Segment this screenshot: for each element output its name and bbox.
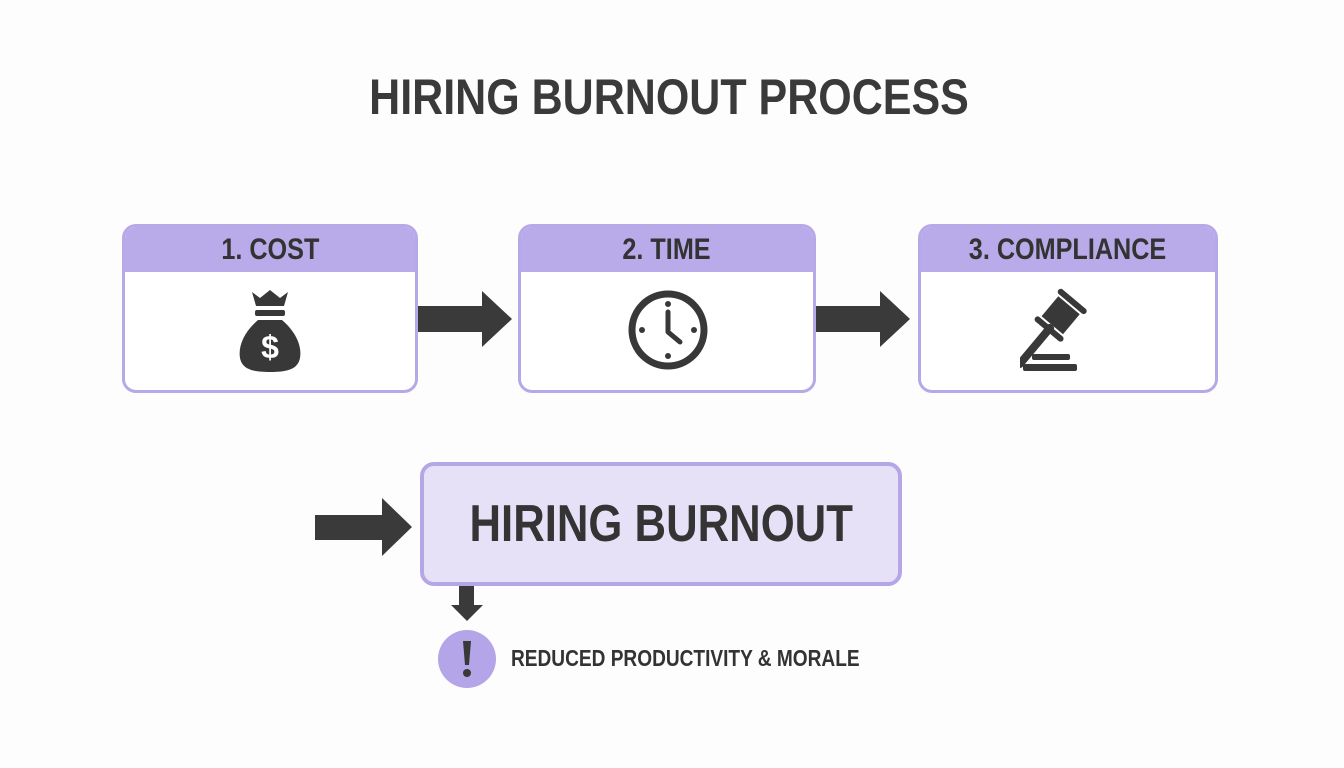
arrow-right-icon xyxy=(418,291,512,347)
effect-label: REDUCED PRODUCTIVITY & MORALE xyxy=(511,645,860,671)
step-cost-label: 1. COST xyxy=(220,232,320,266)
svg-text:$: $ xyxy=(261,329,279,365)
outcome-hiring-burnout: HIRING BURNOUT xyxy=(420,462,902,586)
alert-circle xyxy=(438,630,496,688)
step-time-label: 2. TIME xyxy=(622,232,712,266)
step-compliance-header: 3. COMPLIANCE xyxy=(921,227,1215,272)
gavel-icon xyxy=(1020,288,1087,371)
step-time-header: 2. TIME xyxy=(521,227,813,272)
step-cost-header: 1. COST xyxy=(125,227,415,272)
step-compliance-label: 3. COMPLIANCE xyxy=(969,232,1167,266)
clock-icon xyxy=(628,290,708,370)
outcome-label: HIRING BURNOUT xyxy=(469,495,853,553)
arrow-down-icon xyxy=(451,586,483,621)
arrow-right-icon xyxy=(315,498,412,556)
arrow-right-icon xyxy=(816,291,910,347)
exclamation-icon xyxy=(463,641,471,677)
step-time: 2. TIME xyxy=(518,224,816,393)
money-bag-icon: $ xyxy=(239,290,301,372)
diagram-title: HIRING BURNOUT PROCESS xyxy=(369,69,969,125)
